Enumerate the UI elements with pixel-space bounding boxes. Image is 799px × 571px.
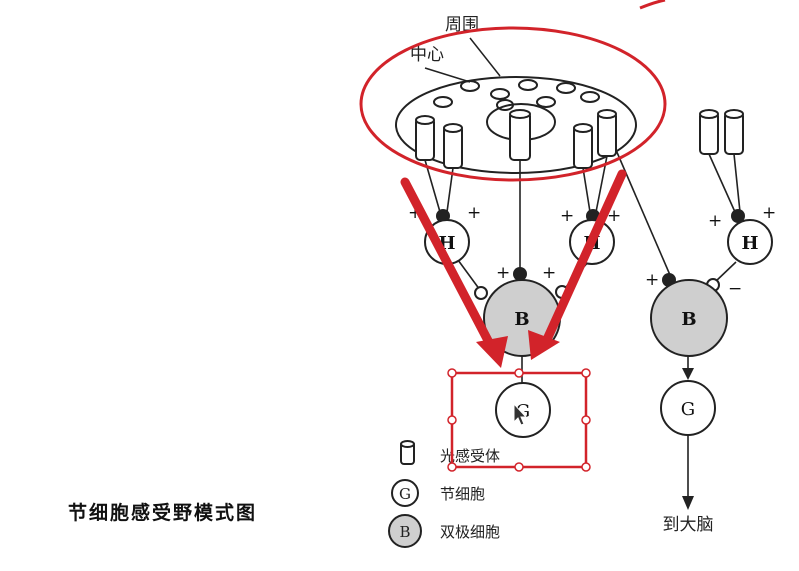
resize-handle[interactable]	[514, 368, 524, 378]
svg-text:H: H	[741, 233, 758, 254]
svg-text:+: +	[467, 203, 481, 223]
resize-handle[interactable]	[447, 368, 457, 378]
svg-text:B: B	[681, 309, 696, 330]
legend-photoreceptor-icon	[400, 440, 415, 465]
diagram-caption: 节细胞感受野模式图	[68, 501, 257, 524]
resize-handle[interactable]	[447, 415, 457, 425]
photoreceptor-center	[509, 109, 531, 161]
ganglion-cell-right: G	[660, 380, 716, 436]
legend-photoreceptor-label: 光感受体	[440, 447, 500, 465]
legend-ganglion-icon: G	[391, 479, 419, 507]
cursor-icon	[513, 402, 528, 426]
svg-text:B: B	[399, 523, 410, 541]
svg-text:+: +	[645, 270, 659, 290]
annotations	[359, 26, 667, 472]
legend-ganglion-label: 节细胞	[440, 485, 485, 503]
resize-handle[interactable]	[581, 368, 591, 378]
resize-handle[interactable]	[514, 462, 524, 472]
svg-text:+: +	[607, 206, 621, 226]
legend: 光感受体 G 节细胞 B 双极细胞	[388, 440, 500, 548]
annotation-arrow-right	[539, 169, 627, 351]
legend-bipolar-icon: B	[388, 514, 422, 548]
svg-text:−: −	[728, 279, 742, 299]
svg-text:+: +	[496, 263, 510, 283]
svg-text:B: B	[514, 309, 529, 330]
svg-text:G: G	[399, 485, 411, 503]
annotation-ellipse	[359, 26, 667, 182]
photoreceptors-left	[415, 115, 463, 169]
center-label: 中心	[410, 45, 444, 65]
bipolar-cell-right: B	[650, 279, 728, 357]
periphery-ellipse	[395, 76, 637, 174]
resize-handle[interactable]	[447, 462, 457, 472]
to-brain-label: 到大脑	[663, 515, 714, 535]
svg-text:+: +	[560, 206, 574, 226]
svg-text:+: +	[762, 203, 776, 223]
receptive-field	[395, 37, 637, 174]
svg-text:G: G	[681, 399, 695, 420]
svg-text:+: +	[542, 263, 556, 283]
ganglion-cell-left: G	[495, 382, 551, 438]
selection-box[interactable]	[447, 368, 591, 472]
photoreceptors-far-right	[699, 109, 744, 155]
legend-bipolar-label: 双极细胞	[440, 523, 500, 541]
svg-text:+: +	[708, 211, 722, 231]
photoreceptors-right	[573, 109, 617, 169]
horizontal-cell-far-right: H	[727, 219, 773, 265]
resize-handle[interactable]	[581, 415, 591, 425]
resize-handle[interactable]	[581, 462, 591, 472]
annotation-arc-partial	[639, 0, 666, 10]
annotation-arrow-left	[400, 177, 499, 357]
